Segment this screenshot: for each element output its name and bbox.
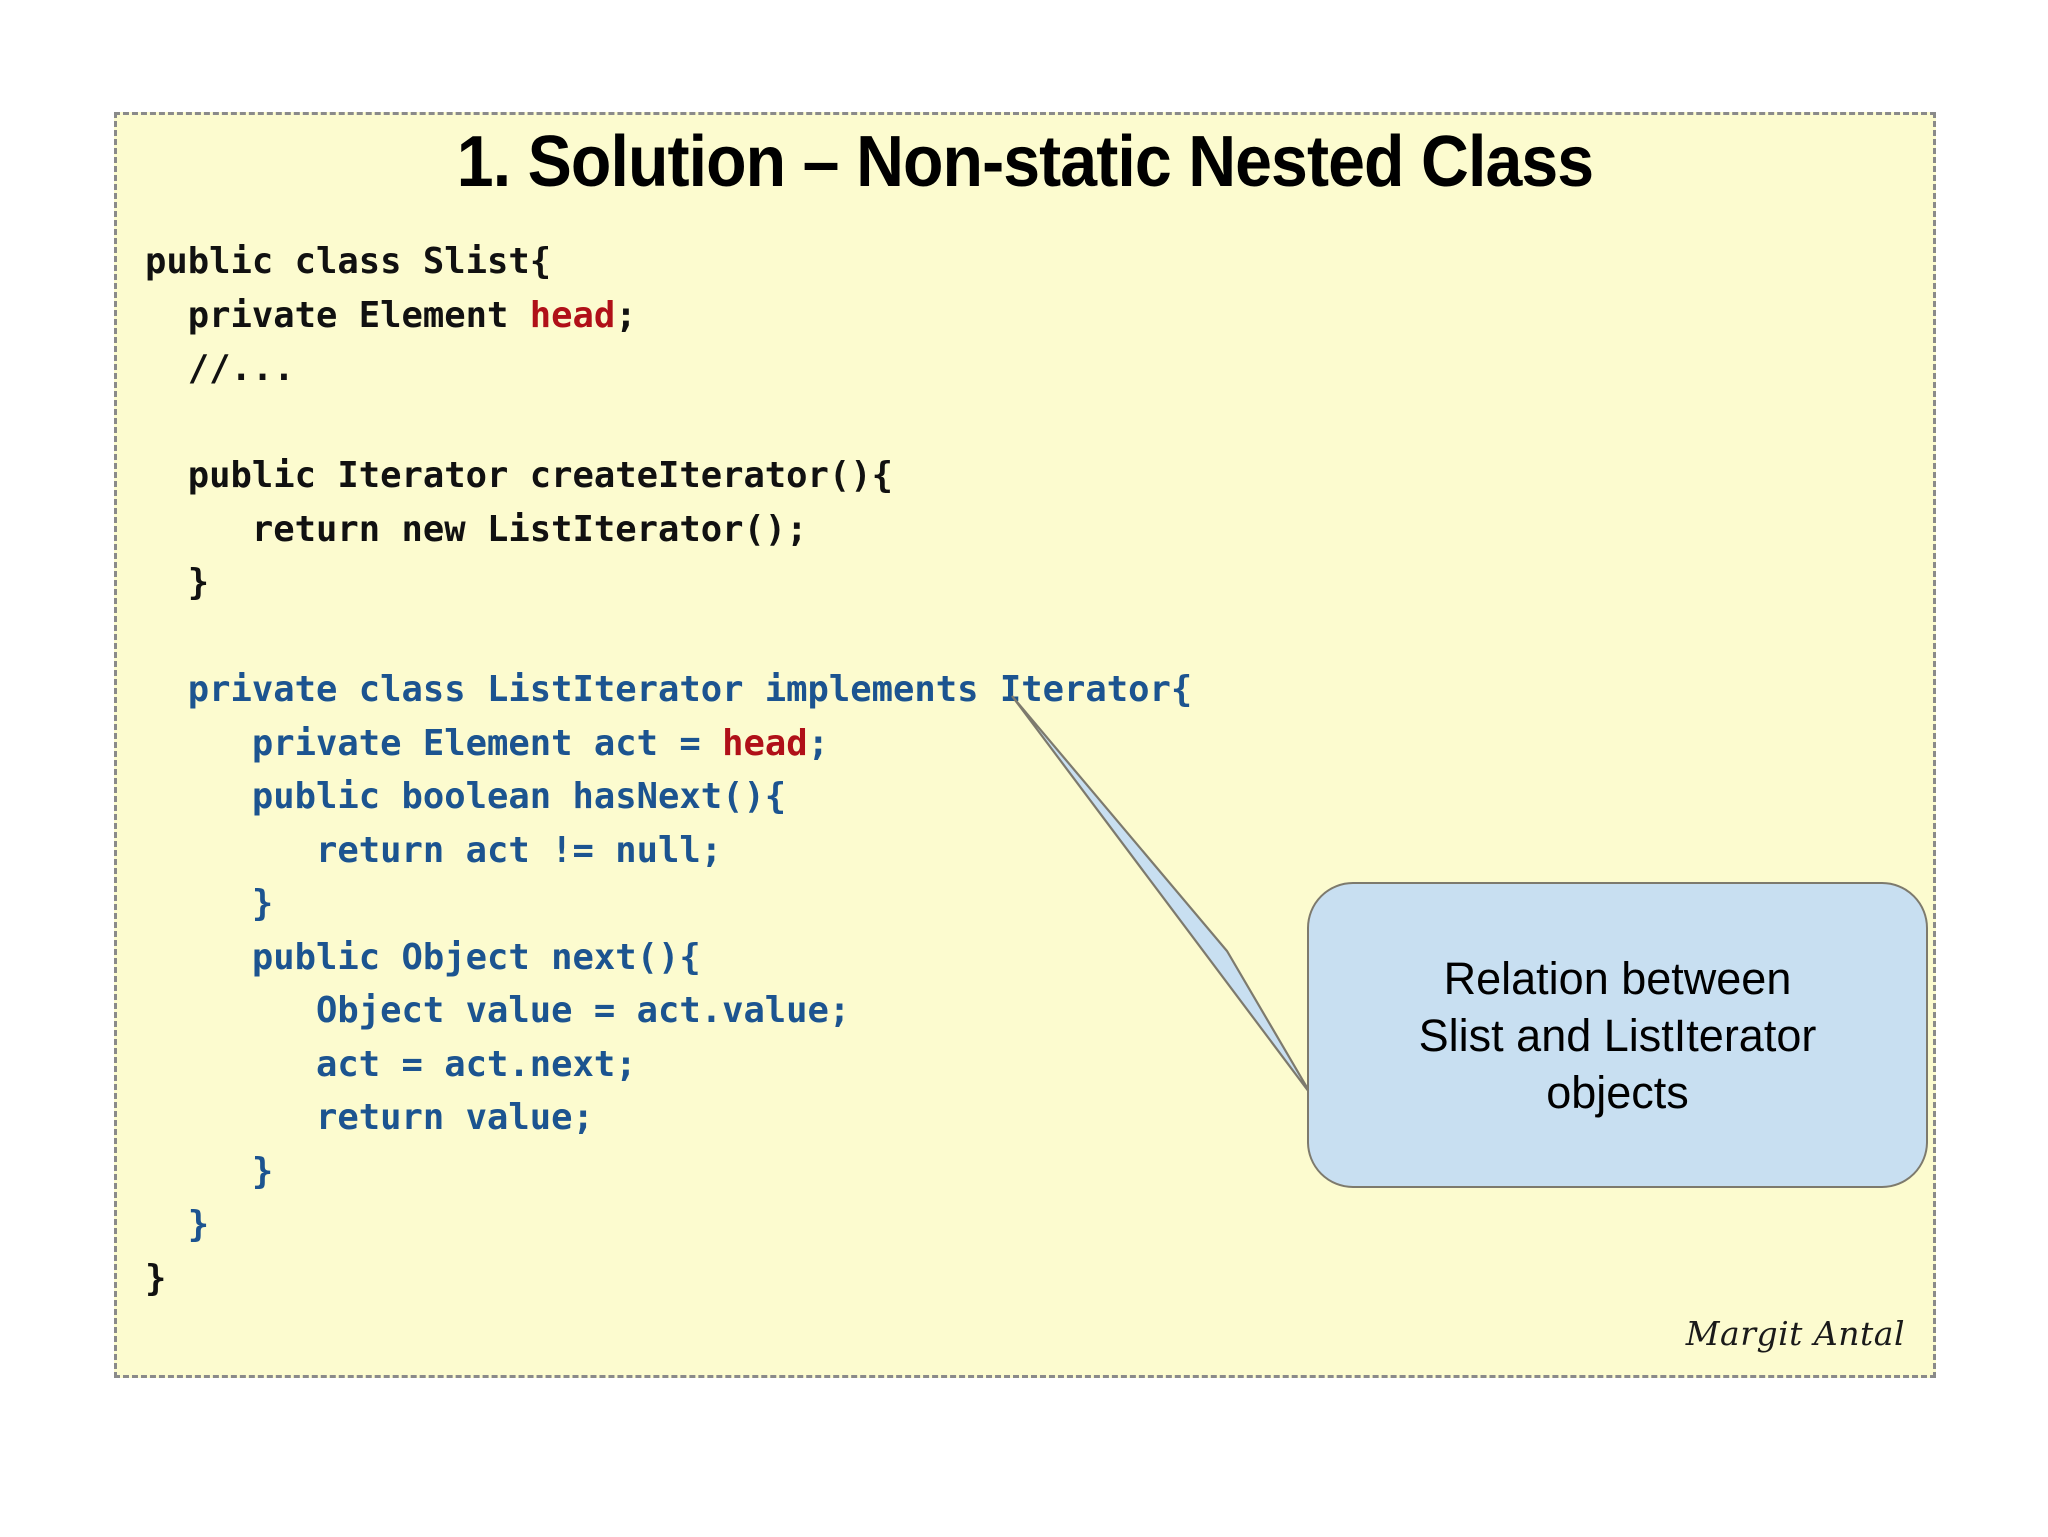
code-token: public Object next(){ xyxy=(145,936,701,978)
callout-body: Relation between Slist and ListIterator … xyxy=(1307,882,1928,1188)
code-token: Object value = act.value; xyxy=(145,990,851,1031)
code-line: public Iterator createIterator(){ xyxy=(145,449,1192,503)
code-token: head xyxy=(722,722,808,764)
code-token: public Iterator createIterator(){ xyxy=(145,455,894,496)
code-line xyxy=(145,610,1192,664)
callout-bubble: Relation between Slist and ListIterator … xyxy=(1011,695,1928,1188)
code-token: } xyxy=(145,1150,274,1192)
code-token: } xyxy=(145,1204,210,1245)
author-signature: Margit Antal xyxy=(1685,1314,1905,1353)
code-token: return new ListIterator(); xyxy=(145,508,808,550)
code-line: public boolean hasNext(){ xyxy=(145,770,1192,824)
code-line: private Element act = head; xyxy=(145,717,1192,771)
code-token: ; xyxy=(807,722,829,764)
code-line: } xyxy=(145,1252,1192,1306)
code-line: public Object next(){ xyxy=(145,931,1192,985)
code-token: act = act.next; xyxy=(145,1043,637,1085)
code-block: public class Slist{ private Element head… xyxy=(145,235,1192,1305)
code-line: } xyxy=(145,1198,1192,1252)
code-line: return value; xyxy=(145,1091,1192,1145)
callout-tail-icon xyxy=(1011,695,1313,1097)
slide-canvas: 1. Solution – Non-static Nested Class pu… xyxy=(114,112,1936,1378)
code-line: } xyxy=(145,1145,1192,1199)
code-token: //... xyxy=(145,348,295,389)
code-token: private Element act = xyxy=(145,722,723,764)
code-token: return act != null; xyxy=(145,829,723,871)
code-token: } xyxy=(145,1257,167,1299)
code-line xyxy=(145,396,1192,450)
code-token: } xyxy=(145,883,274,924)
code-line: Object value = act.value; xyxy=(145,984,1192,1038)
code-token: private Element xyxy=(145,294,530,336)
code-token: public boolean hasNext(){ xyxy=(145,776,787,817)
code-line: //... xyxy=(145,342,1192,396)
code-token: head xyxy=(529,294,616,336)
code-line: private Element head; xyxy=(145,289,1192,343)
code-token: private class ListIterator implements It… xyxy=(145,669,1193,710)
code-line: act = act.next; xyxy=(145,1038,1192,1092)
code-line: return new ListIterator(); xyxy=(145,503,1192,557)
code-token: public class Slist{ xyxy=(145,241,552,282)
code-line: return act != null; xyxy=(145,824,1192,878)
code-token: ; xyxy=(615,294,637,336)
code-line: } xyxy=(145,556,1192,610)
page-title: 1. Solution – Non-static Nested Class xyxy=(456,122,1594,202)
code-line: } xyxy=(145,877,1192,931)
code-token: return value; xyxy=(145,1097,594,1138)
code-line: private class ListIterator implements It… xyxy=(145,663,1193,717)
code-line: public class Slist{ xyxy=(145,235,1192,289)
code-token: } xyxy=(145,562,210,603)
callout-text: Relation between Slist and ListIterator … xyxy=(1418,952,1817,1118)
